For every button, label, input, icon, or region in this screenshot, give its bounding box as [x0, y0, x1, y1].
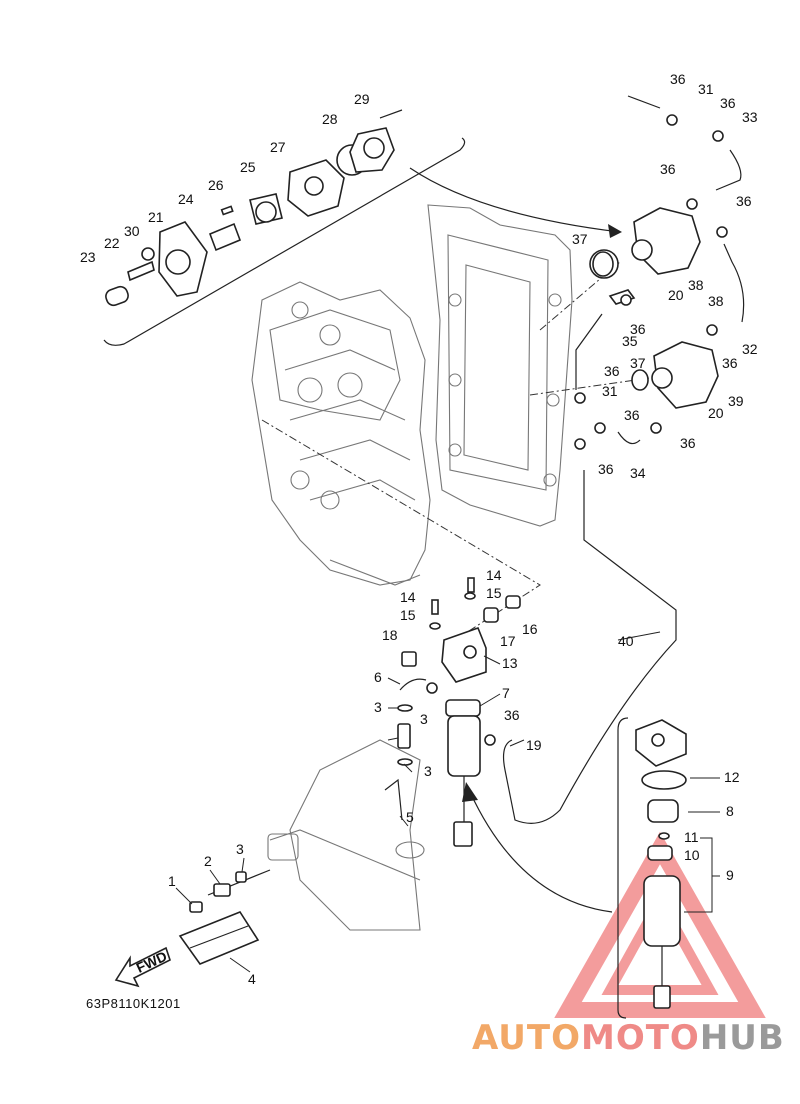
filter-assembly-right	[635, 719, 687, 1009]
cylinder-cover	[427, 204, 573, 527]
hose-32	[723, 243, 745, 323]
callout-15: 15	[486, 585, 502, 601]
callout-26: 26	[208, 177, 224, 193]
dashline-pump-b	[529, 377, 651, 396]
callout-37: 37	[630, 355, 646, 371]
callout-36: 36	[720, 95, 736, 111]
callout-23: 23	[80, 249, 96, 265]
callout-32: 32	[742, 341, 758, 357]
callout-14: 14	[486, 567, 502, 583]
callout-28: 28	[322, 111, 338, 127]
diagram-code: 63P8110K1201	[86, 996, 181, 1011]
callout-33: 33	[742, 109, 758, 125]
watermark-part1: AUTO	[472, 1018, 581, 1058]
arrow-curve-bottom	[469, 791, 613, 913]
callout-3: 3	[420, 711, 428, 727]
fuel-pump-lower	[651, 341, 719, 409]
callout-16: 16	[522, 621, 538, 637]
callout-36: 36	[598, 461, 614, 477]
fwd-arrow: FWD	[114, 946, 171, 988]
arrow-head-top	[608, 224, 622, 238]
callout-36: 36	[736, 193, 752, 209]
callout-3: 3	[236, 841, 244, 857]
callout-18: 18	[382, 627, 398, 643]
pipe-top	[627, 95, 661, 109]
callout-36: 36	[670, 71, 686, 87]
callout-19: 19	[526, 737, 542, 753]
callout-17: 17	[500, 633, 516, 649]
callout-29: 29	[354, 91, 370, 107]
clips-36	[426, 114, 728, 746]
watermark-text: AUTOMOTOHUB	[472, 1018, 785, 1058]
callout-38: 38	[688, 277, 704, 293]
callout-1: 1	[168, 873, 176, 889]
callout-39: 39	[728, 393, 744, 409]
callout-34: 34	[630, 465, 646, 481]
callout-6: 6	[374, 669, 382, 685]
callout-13: 13	[502, 655, 518, 671]
callout-14: 14	[400, 589, 416, 605]
engine-block	[251, 281, 431, 586]
hose-34	[617, 431, 641, 445]
callout-36: 36	[624, 407, 640, 423]
fwd-label: FWD	[134, 948, 170, 976]
fuel-filter-7	[445, 699, 481, 847]
lower-unit	[267, 739, 425, 931]
callout-30: 30	[124, 223, 140, 239]
callout-9: 9	[726, 867, 734, 883]
callout-8: 8	[726, 803, 734, 819]
arrow-head-bottom	[462, 782, 478, 802]
hose-33	[715, 149, 742, 191]
pump-parts-chain	[105, 109, 403, 307]
callout-12: 12	[724, 769, 740, 785]
callout-15: 15	[400, 607, 416, 623]
callout-36: 36	[630, 321, 646, 337]
callout-22: 22	[104, 235, 120, 251]
hose-40	[502, 470, 677, 824]
callout-40: 40	[618, 633, 634, 649]
callout-36: 36	[604, 363, 620, 379]
callout-24: 24	[178, 191, 194, 207]
shaft-parts	[178, 869, 271, 965]
leader-lines	[175, 631, 720, 973]
callout-25: 25	[240, 159, 256, 175]
o-ring-37-a	[592, 251, 614, 277]
arrow-curve-top	[409, 167, 621, 233]
callout-2: 2	[204, 853, 212, 869]
watermark-part3: HUB	[699, 1018, 785, 1058]
bracket-parts	[401, 577, 521, 683]
callout-20: 20	[708, 405, 724, 421]
callout-36: 36	[680, 435, 696, 451]
group-bracket-top-left	[103, 137, 466, 346]
callout-3: 3	[374, 699, 382, 715]
callout-3: 3	[424, 763, 432, 779]
callout-36: 36	[660, 161, 676, 177]
callout-38: 38	[708, 293, 724, 309]
hose-35	[575, 313, 603, 390]
callout-36: 36	[504, 707, 520, 723]
callout-10: 10	[684, 847, 700, 863]
dashline-filter	[261, 419, 541, 641]
callout-36: 36	[722, 355, 738, 371]
callout-20: 20	[668, 287, 684, 303]
o-ring-37-b	[631, 369, 649, 391]
callout-31: 31	[698, 81, 714, 97]
callout-21: 21	[148, 209, 164, 225]
callout-31: 31	[602, 383, 618, 399]
group-bracket-right	[617, 717, 629, 1019]
watermark-part2: MOTO	[580, 1018, 700, 1058]
callout-7: 7	[502, 685, 510, 701]
callout-4: 4	[248, 971, 256, 987]
callout-11: 11	[684, 829, 699, 845]
callout-35: 35	[622, 333, 638, 349]
callout-numbers: 1 2 3 3 3 3 4 5 6 7 8 9 10 11 12 13 14 1…	[80, 71, 758, 987]
callout-5: 5	[406, 809, 414, 825]
callout-27: 27	[270, 139, 286, 155]
callout-37: 37	[572, 231, 588, 247]
